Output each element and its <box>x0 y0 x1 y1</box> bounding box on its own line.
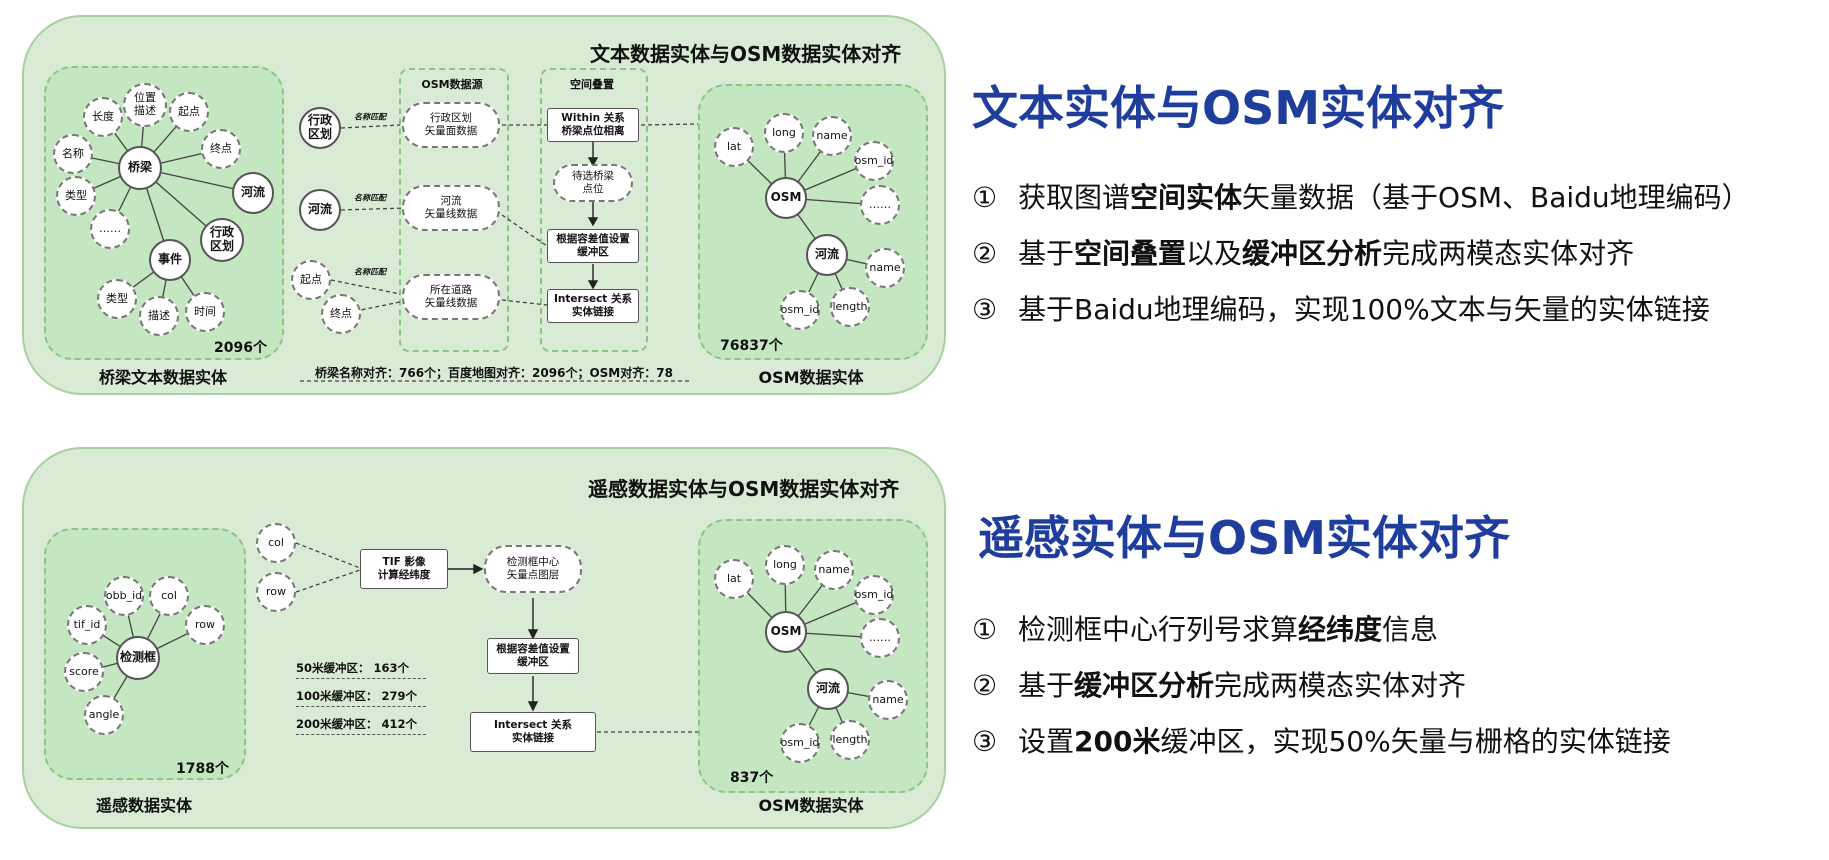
within-relation-box: Within 关系 桥梁点位相离 <box>547 108 639 142</box>
ellipsis-node: …… <box>860 185 900 225</box>
admin-region-node: 行政 区划 <box>200 218 244 262</box>
term-start-point: 起点 <box>291 260 331 300</box>
end-point-node: 终点 <box>201 129 241 169</box>
intersect-relation-box: Intersect 关系 实体链接 <box>547 289 639 323</box>
row-node: row <box>185 605 225 645</box>
osm-river-node: 河流 <box>807 668 849 710</box>
name-match-label-2: 名称匹配 <box>354 193 386 203</box>
bridge-entity-label: 桥梁文本数据实体 <box>98 368 228 387</box>
river-osm-id-node: osm_id <box>780 723 820 763</box>
name-node: name <box>814 550 854 590</box>
osm-hub-node: OSM <box>765 177 807 219</box>
rs-intersect-relation-box: Intersect 关系 实体链接 <box>470 712 596 752</box>
flow-col-node: col <box>256 523 296 563</box>
buffer-stat-50m: 50米缓冲区： 163个 <box>296 660 426 679</box>
osm-source-title: OSM数据源 <box>421 78 483 91</box>
osm-entity-label-top: OSM数据实体 <box>758 368 864 387</box>
tif-coordinate-box: TIF 影像 计算经纬度 <box>360 549 448 589</box>
ellipsis-node: …… <box>90 209 130 249</box>
long-node: long <box>765 545 805 585</box>
position-description-node: 位置 描述 <box>123 83 167 127</box>
river-name-node: name <box>868 680 908 720</box>
time-node: 时间 <box>185 292 225 332</box>
buffer-stat-200m: 200米缓冲区： 412个 <box>296 716 426 735</box>
osm-entity-label-bottom: OSM数据实体 <box>758 796 864 815</box>
type-node: 类型 <box>56 176 96 216</box>
osm-id-node: osm_id <box>854 141 894 181</box>
name-node: name <box>812 116 852 156</box>
lat-node: lat <box>714 127 754 167</box>
length-node: 长度 <box>83 97 123 137</box>
ellipsis-node: …… <box>860 618 900 658</box>
spatial-overlay-column <box>540 68 648 352</box>
rs-entity-label: 遥感数据实体 <box>95 796 193 815</box>
osm-river-node: 河流 <box>806 234 848 276</box>
text-osm-panel-title: 文本数据实体与OSM数据实体对齐 <box>590 42 902 66</box>
col-node: col <box>149 576 189 616</box>
detection-box-hub-node: 检测框 <box>116 636 160 680</box>
name-match-label-1: 名称匹配 <box>354 112 386 122</box>
term-river: 河流 <box>299 189 341 231</box>
bridge-count: 2096个 <box>214 340 267 356</box>
obb-id-node: obb_id <box>104 576 144 616</box>
osm-count-top: 76837个 <box>720 338 783 354</box>
candidate-bridge-cloud: 待选桥梁 点位 <box>553 164 633 202</box>
name-match-label-3: 名称匹配 <box>354 267 386 277</box>
description-node: 描述 <box>139 296 179 336</box>
river-name-node: name <box>865 248 905 288</box>
flow-row-node: row <box>256 572 296 612</box>
bridge-hub-node: 桥梁 <box>118 146 162 190</box>
river-osm-id-node: osm_id <box>780 290 820 330</box>
long-node: long <box>764 113 804 153</box>
osm-count-bottom: 837个 <box>730 770 774 786</box>
river-node: 河流 <box>232 172 274 214</box>
detection-center-cloud: 检测框中心 矢量点图层 <box>484 545 582 593</box>
rs-osm-heading: 遥感实体与OSM实体对齐 <box>978 511 1511 565</box>
event-node: 事件 <box>149 239 191 281</box>
text-osm-heading: 文本实体与OSM实体对齐 <box>972 81 1505 135</box>
alignment-stats-line: 桥梁名称对齐：766个；百度地图对齐：2096个；OSM对齐：78 <box>315 366 673 380</box>
rs-count: 1788个 <box>176 761 229 777</box>
buffer-setting-box: 根据容差值设置 缓冲区 <box>547 229 639 263</box>
spatial-overlay-title: 空间叠置 <box>570 78 614 91</box>
river-vector-cloud: 河流 矢量线数据 <box>402 185 500 231</box>
term-end-point: 终点 <box>321 294 361 334</box>
start-point-node: 起点 <box>169 92 209 132</box>
angle-node: angle <box>84 695 124 735</box>
score-node: score <box>64 652 104 692</box>
rs-osm-panel-title: 遥感数据实体与OSM数据实体对齐 <box>588 477 900 501</box>
term-admin-region: 行政 区划 <box>299 107 341 149</box>
admin-vector-cloud: 行政区划 矢量面数据 <box>402 102 500 148</box>
event-type-node: 类型 <box>97 279 137 319</box>
road-vector-cloud: 所在道路 矢量线数据 <box>402 274 500 320</box>
buffer-stat-100m: 100米缓冲区： 279个 <box>296 688 426 707</box>
osm-id-node: osm_id <box>854 575 894 615</box>
lat-node: lat <box>714 559 754 599</box>
tif-id-node: tif_id <box>67 605 107 645</box>
name-node: 名称 <box>53 134 93 174</box>
osm-hub-node: OSM <box>765 611 807 653</box>
river-length-node: length <box>830 720 870 760</box>
river-length-node: length <box>830 287 870 327</box>
rs-buffer-setting-box: 根据容差值设置 缓冲区 <box>487 638 579 674</box>
